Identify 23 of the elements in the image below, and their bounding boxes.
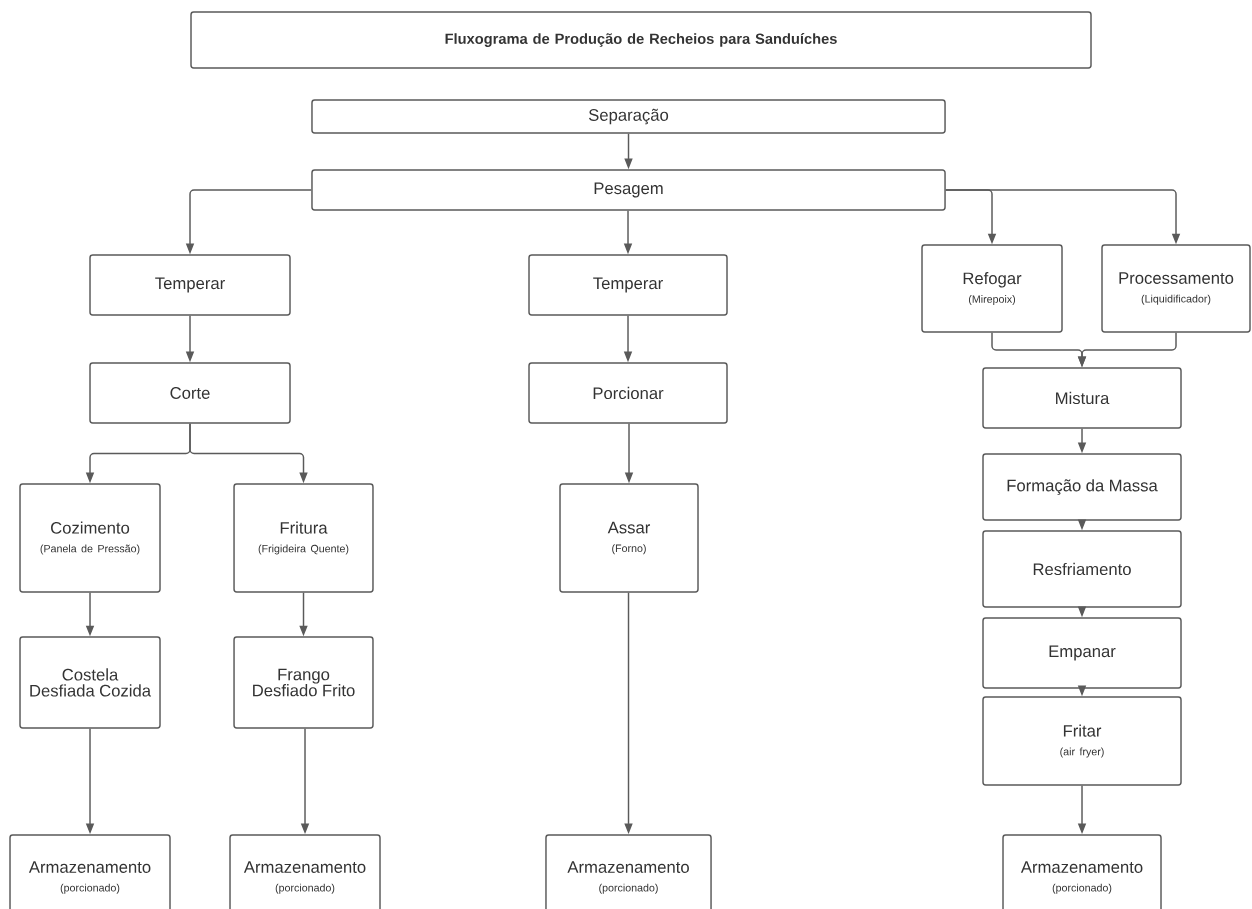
process-box: Fritura (Frigideira Quente) [233,483,374,593]
process-box: Separação [311,99,946,134]
process-box: Frango Desfiado Frito [233,636,374,729]
process-box: Armazenamento (porcionado) [9,834,171,909]
process-box: Formação da Massa [982,453,1182,521]
process-box: Armazenamento (porcionado) [545,834,712,909]
process-box: Corte [89,362,291,424]
process-box: Armazenamento (porcionado) [1002,834,1162,909]
process-box: Temperar [89,254,291,316]
process-box: Refogar (Mirepoix) [921,244,1063,333]
process-box: Armazenamento (porcionado) [229,834,381,909]
process-box: Temperar [528,254,728,316]
process-box: Fritar (air fryer) [982,696,1182,786]
process-box: Assar (Forno) [559,483,699,593]
process-box: Resfriamento [982,530,1182,608]
process-box: Processamento (Liquidificador) [1101,244,1251,333]
process-box: Empanar [982,617,1182,689]
process-box: Pesagem [311,169,946,211]
process-box: Cozimento (Panela de Pressão) [19,483,161,593]
process-box: Porcionar [528,362,728,424]
title-box: Fluxograma de Produção de Recheios para Sanduíches [190,11,1092,69]
process-box: Mistura [982,367,1182,429]
process-box: Costela Desfiada Cozida [19,636,161,729]
